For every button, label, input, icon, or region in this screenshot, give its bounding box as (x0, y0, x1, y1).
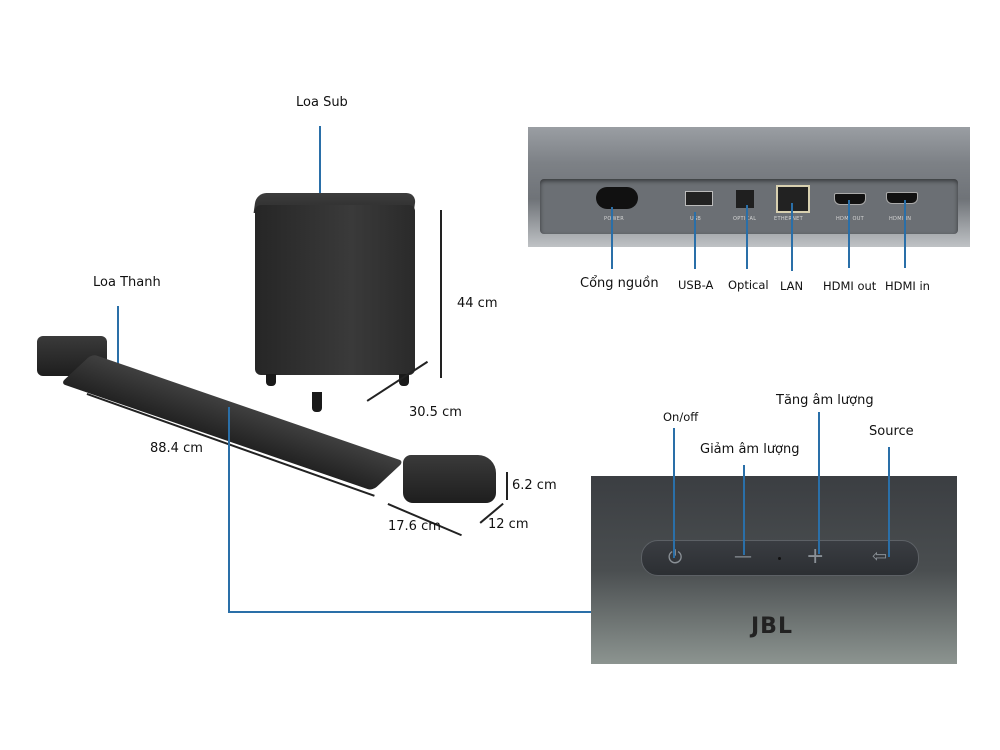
hdmi-in-port-printed-label: HDMI IN (889, 216, 912, 222)
volume-down-label: Giảm âm lượng (700, 442, 800, 457)
hdmi-out-callout-line (848, 200, 850, 268)
subwoofer-callout-line (319, 126, 321, 196)
hdmi-in-port-icon (886, 192, 918, 204)
control-strip: ⏻ — + ⇦ (641, 540, 919, 576)
soundbar-callout-line (117, 306, 119, 378)
usb-callout-line (694, 212, 696, 269)
lan-port-label: LAN (780, 279, 804, 293)
power-button-label: On/off (663, 410, 699, 424)
subwoofer-depth-value: 30.5 cm (409, 405, 462, 420)
subwoofer-label: Loa Sub (296, 95, 348, 110)
hdmi-in-port-label: HDMI in (885, 279, 930, 293)
hdmi-in-callout-line (904, 200, 906, 268)
power-port-printed-label: POWER (604, 216, 625, 222)
power-button-icon[interactable]: ⏻ (668, 547, 683, 568)
lan-callout-line (791, 203, 793, 271)
control-panel-connector-vertical (228, 407, 230, 612)
control-panel-connector-horizontal (228, 611, 592, 613)
speaker-height-value: 6.2 cm (512, 478, 557, 493)
ethernet-port-printed-label: ETHERNET (774, 216, 803, 222)
hdmi-out-port-printed-label: HDMI OUT (836, 216, 865, 222)
source-callout-line (888, 447, 890, 557)
volume-up-label: Tăng âm lượng (776, 393, 874, 408)
optical-port-printed-label: OPTICAL (733, 216, 757, 222)
subwoofer-height-value: 44 cm (457, 296, 498, 311)
volume-up-button-icon[interactable]: + (806, 544, 825, 569)
soundbar-width-value: 88.4 cm (150, 441, 203, 456)
power-callout-line (611, 207, 613, 269)
source-label: Source (869, 424, 914, 439)
optical-port-label: Optical (728, 278, 769, 292)
optical-callout-line (746, 205, 748, 269)
usb-port-label: USB-A (678, 278, 714, 292)
ethernet-port-icon (776, 185, 810, 213)
speaker-height-dimension-line (506, 472, 508, 500)
power-port-label: Cổng nguồn (580, 276, 659, 291)
hdmi-out-port-icon (834, 193, 866, 205)
hdmi-out-port-label: HDMI out (823, 279, 877, 293)
subwoofer-height-dimension-line (440, 210, 442, 378)
usb-port-printed-label: USB (690, 216, 702, 222)
jbl-logo: JBL (751, 614, 793, 639)
speaker-width-value: 17.6 cm (388, 519, 441, 534)
optical-port-icon (736, 190, 754, 208)
microphone-dot (778, 557, 781, 560)
usb-port-icon (685, 191, 713, 206)
volume-down-button-icon[interactable]: — (734, 546, 752, 567)
soundbar-label: Loa Thanh (93, 275, 161, 290)
volume-up-callout-line (818, 412, 820, 554)
speaker-depth-value: 12 cm (488, 517, 529, 532)
source-button-icon[interactable]: ⇦ (872, 546, 888, 567)
volume-down-callout-line (743, 465, 745, 555)
power-button-callout-line (673, 428, 675, 558)
power-port-icon (596, 187, 638, 209)
